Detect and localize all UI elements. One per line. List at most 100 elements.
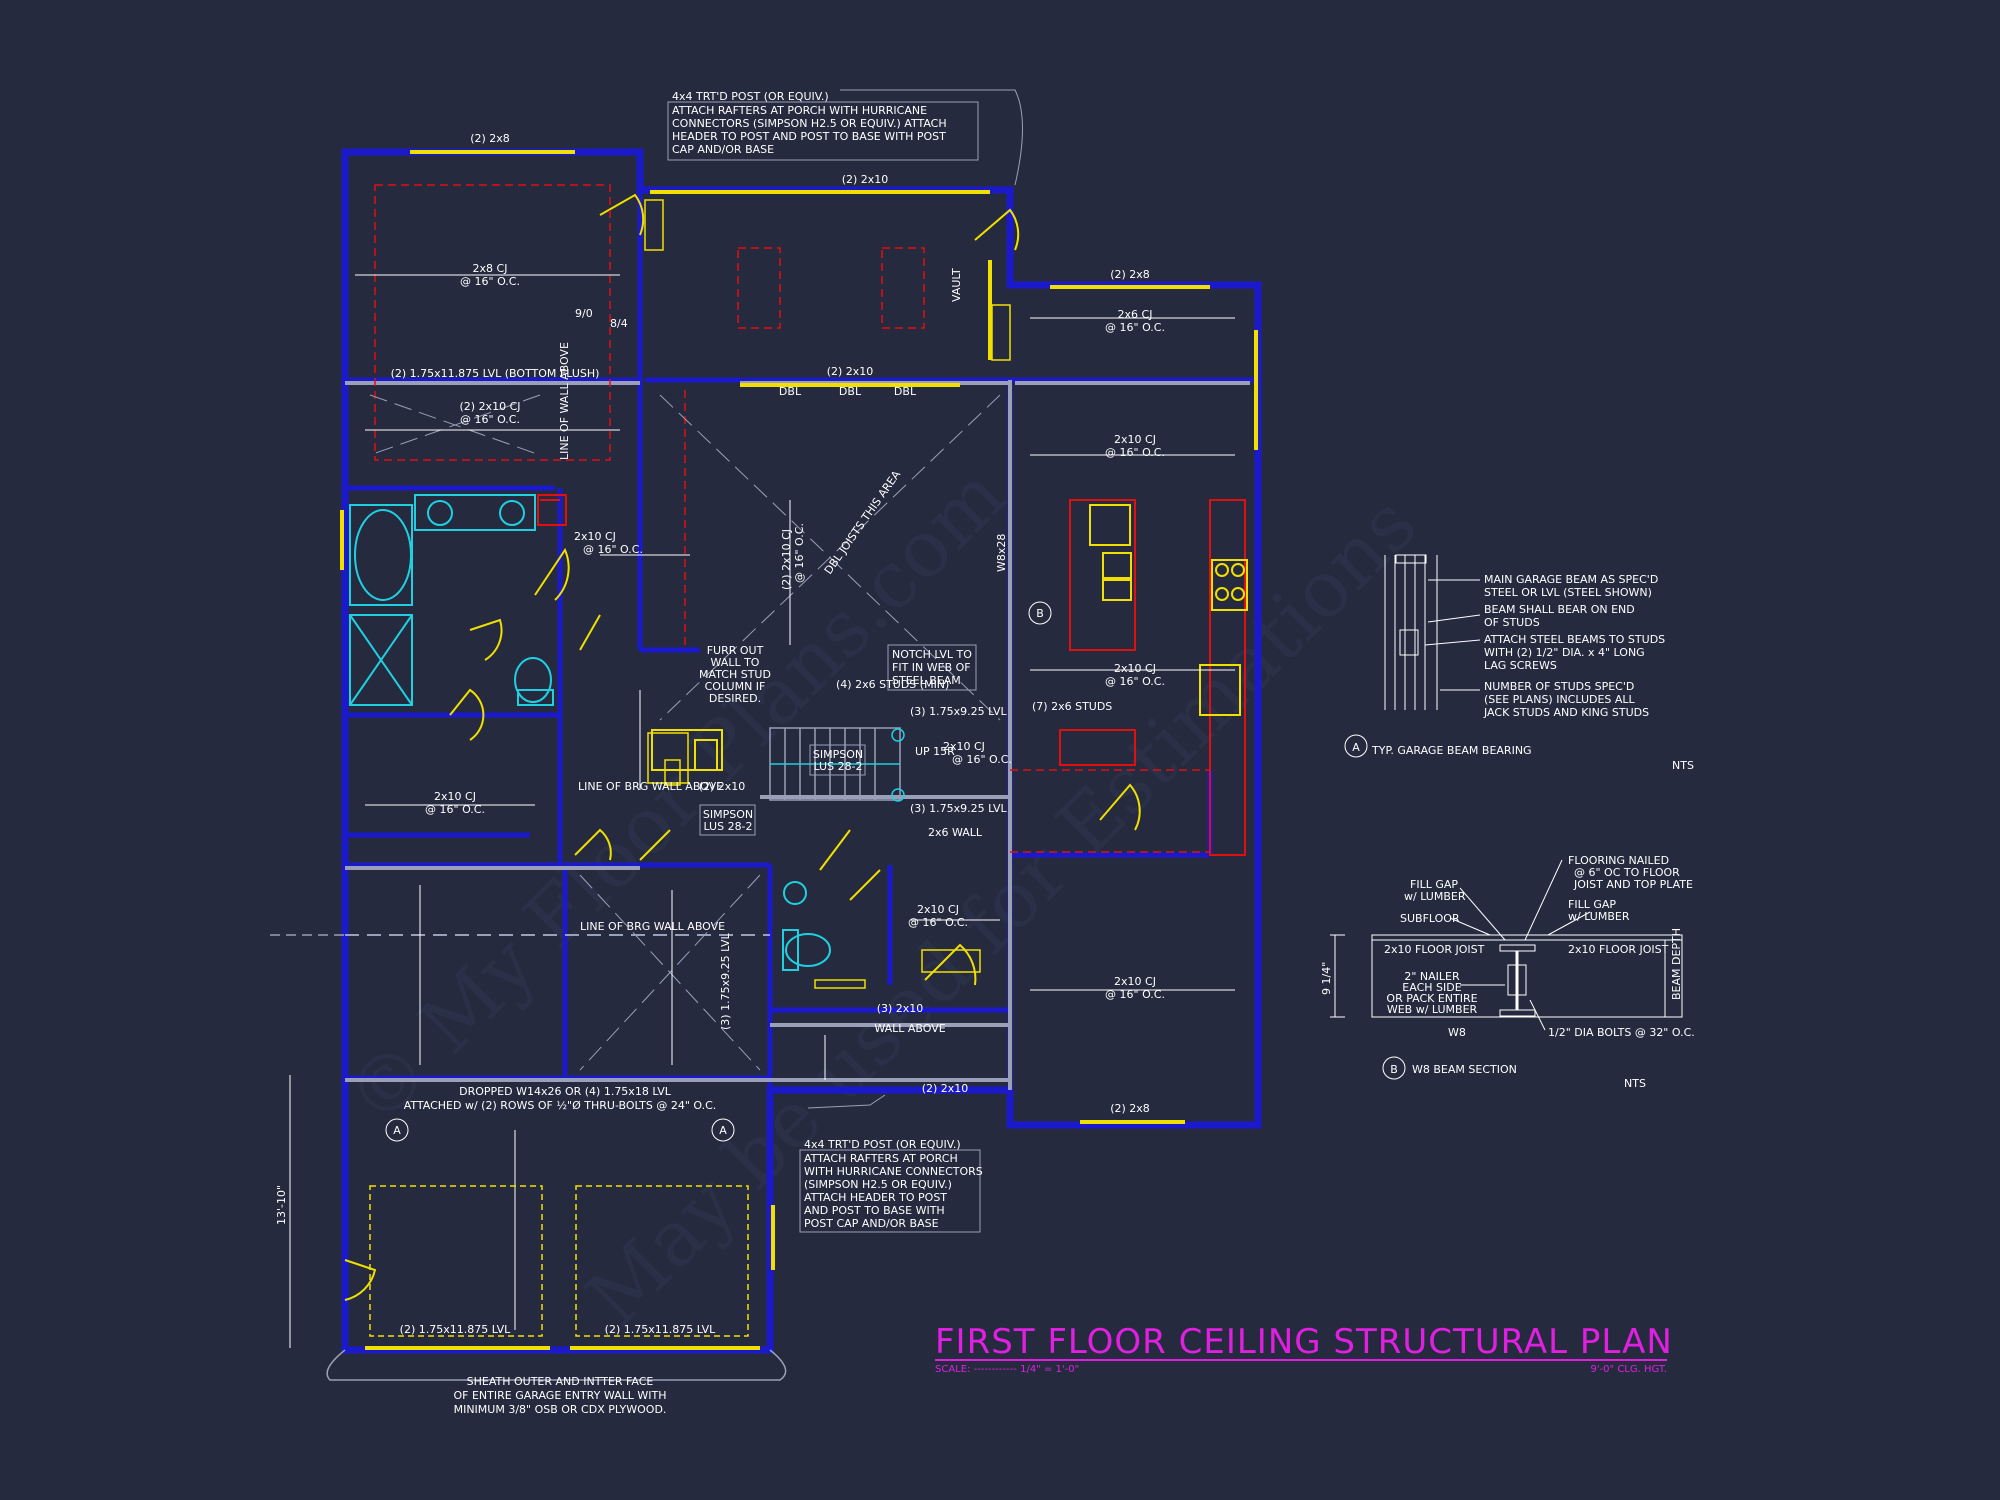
marker-a: A [719, 1124, 727, 1137]
detail-note: NUMBER OF STUDS SPEC'D [1484, 680, 1634, 693]
simpson-note-2: SIMPSON LUS 28-2 [699, 804, 756, 836]
detail-note: WITH (2) 1/2" DIA. x 4" LONG [1484, 646, 1645, 659]
note-line: WALL TO [711, 656, 760, 669]
detail-b [1330, 859, 1683, 1080]
detail-note: MAIN GARAGE BEAM AS SPEC'D [1484, 573, 1658, 586]
detail-note: 1/2" DIA BOLTS @ 32" O.C. [1548, 1026, 1695, 1039]
marker-a: A [393, 1124, 401, 1137]
note-line: STEEL BEAM [892, 674, 961, 687]
note-line: FIT IN WEB OF [892, 661, 971, 674]
label-cj: 2x10 CJ [1114, 975, 1156, 988]
note-line: ATTACH RAFTERS AT PORCH [804, 1152, 958, 1165]
watermark-line-2: May be used for Estimations [570, 479, 1434, 1343]
label-wall-2x6: 2x6 WALL [928, 826, 983, 839]
label-header: (2) 2x8 [470, 132, 510, 145]
detail-b-nts: NTS [1624, 1077, 1646, 1090]
detail-b-notes: FLOORING NAILED @ 6" OC TO FLOOR JOIST A… [1320, 854, 1695, 1090]
note-line: MATCH STUD [699, 668, 771, 681]
detail-note: FILL GAP [1568, 898, 1616, 911]
note-line: POST CAP AND/OR BASE [804, 1217, 939, 1230]
note-line: 4x4 TRT'D POST (OR EQUIV.) [804, 1138, 961, 1151]
label-lvl-b: (3) 1.75x9.25 LVL [910, 802, 1008, 815]
label-line-brg-above: LINE OF BRG WALL ABOVE [580, 920, 725, 933]
label-cj: 2x10 CJ [434, 790, 476, 803]
label-lvl: (2) 1.75x11.875 LVL (BOTTOM FLUSH) [391, 367, 600, 380]
note-line: CAP AND/OR BASE [672, 143, 774, 156]
detail-b-mark: B [1390, 1063, 1398, 1076]
label-lvl-vertical: (3) 1.75x9.25 LVL [719, 932, 732, 1030]
detail-note: 9 1/4" [1320, 962, 1333, 995]
label-header: (2) 2x10 [842, 173, 889, 186]
detail-note: W8 [1448, 1026, 1466, 1039]
porch-leader-2 [807, 1094, 886, 1109]
detail-note: EACH SIDE [1402, 981, 1461, 994]
label-oc: @ 16" O.C. [952, 753, 1012, 766]
label-dbl: DBL [839, 385, 862, 398]
marker-b: B [1036, 607, 1044, 620]
section-markers [385, 601, 1052, 1142]
label-header: (2) 2x10 [699, 780, 746, 793]
label-header: (2) 2x10 [827, 365, 874, 378]
label-cj: 2x10 CJ [1114, 662, 1156, 675]
label-oc: @ 16" O.C. [460, 413, 520, 426]
note-line: SIMPSON [813, 748, 863, 761]
red-solid [537, 494, 1246, 856]
detail-note: w/ LUMBER [1568, 910, 1630, 923]
detail-note: (SEE PLANS) INCLUDES ALL [1484, 693, 1636, 706]
detail-b-title: W8 BEAM SECTION [1412, 1063, 1517, 1076]
note-line: ATTACH RAFTERS AT PORCH WITH HURRICANE [672, 104, 927, 117]
note-line: MINIMUM 3/8" OSB OR CDX PLYWOOD. [454, 1403, 667, 1416]
note-line: DESIRED. [709, 692, 761, 705]
label-oc: @ 16" O.C. [1105, 321, 1165, 334]
label-garage-lvl: (2) 1.75x11.875 LVL [605, 1323, 717, 1336]
label-dropped-beam-2: ATTACHED w/ (2) ROWS OF ½"Ø THRU-BOLTS @… [404, 1099, 717, 1112]
label-dbl: DBL [779, 385, 802, 398]
detail-note: 2" NAILER [1404, 970, 1460, 983]
note-line: (SIMPSON H2.5 OR EQUIV.) [804, 1178, 952, 1191]
label-oc: @ 16" O.C. [793, 523, 806, 583]
label-cj: 2x10 CJ [943, 740, 985, 753]
detail-note: w/ LUMBER [1404, 890, 1466, 903]
windows [340, 150, 1258, 1350]
detail-note: SUBFLOOR [1400, 912, 1460, 925]
label-dropped-beam: DROPPED W14x26 OR (4) 1.75x18 LVL [459, 1085, 672, 1098]
detail-note: OF STUDS [1484, 616, 1540, 629]
label-cj: 2x10 CJ [917, 903, 959, 916]
note-line: HEADER TO POST AND POST TO BASE WITH POS… [672, 130, 946, 143]
note-line: NOTCH LVL TO [892, 648, 972, 661]
label-oc: @ 16" O.C. [1105, 446, 1165, 459]
label-garage-lvl: (2) 1.75x11.875 LVL [400, 1323, 512, 1336]
label-dbl: DBL [894, 385, 917, 398]
label-oc: @ 16" O.C. [460, 275, 520, 288]
joist-arrows [289, 274, 1235, 1348]
note-line: WITH HURRICANE CONNECTORS [804, 1165, 983, 1178]
notch-note: NOTCH LVL TO FIT IN WEB OF STEEL BEAM [887, 644, 977, 691]
label-cj-vertical: (2) 2x10 CJ [780, 529, 793, 590]
ceiling-height: 9'-0" CLG. HGT. [1590, 1364, 1667, 1375]
detail-a [1344, 554, 1481, 758]
title-block: FIRST FLOOR CEILING STRUCTURAL PLAN SCAL… [935, 1322, 1672, 1375]
label-oc: @ 16" O.C. [1105, 988, 1165, 1001]
label-line-wall: LINE OF WALL ABOVE [558, 342, 571, 460]
label-wall-above: WALL ABOVE [874, 1022, 945, 1035]
note-line: SHEATH OUTER AND INTTER FACE [467, 1375, 654, 1388]
detail-a-mark: A [1352, 741, 1360, 754]
label-garage-dim: 13'-10" [275, 1185, 288, 1225]
label-oc: @ 16" O.C. [425, 803, 485, 816]
label-ratio-2: 8/4 [610, 317, 628, 330]
detail-note: STEEL OR LVL (STEEL SHOWN) [1484, 586, 1652, 599]
detail-note: WEB w/ LUMBER [1387, 1003, 1478, 1016]
label-line-brg: LINE OF BRG WALL ABOVE [578, 780, 723, 793]
detail-note: OR PACK ENTIRE [1386, 992, 1477, 1005]
detail-note: BEAM SHALL BEAR ON END [1484, 603, 1635, 616]
detail-a-title: TYP. GARAGE BEAM BEARING [1371, 744, 1532, 757]
porch-note-bottom: 4x4 TRT'D POST (OR EQUIV.) ATTACH RAFTER… [799, 1138, 983, 1233]
scale-text: SCALE: ------------ 1/4" = 1'-0" [935, 1364, 1079, 1375]
label-header: (2) 2x8 [1110, 1102, 1150, 1115]
note-line: 4x4 TRT'D POST (OR EQUIV.) [672, 90, 829, 103]
label-studs: (4) 2x6 STUDS (MIN) [836, 678, 949, 691]
label-header: (3) 2x10 [877, 1002, 924, 1015]
label-cj: (2) 2x10 CJ [459, 400, 520, 413]
garage-apron [326, 1349, 787, 1381]
detail-note: FLOORING NAILED [1568, 854, 1669, 867]
